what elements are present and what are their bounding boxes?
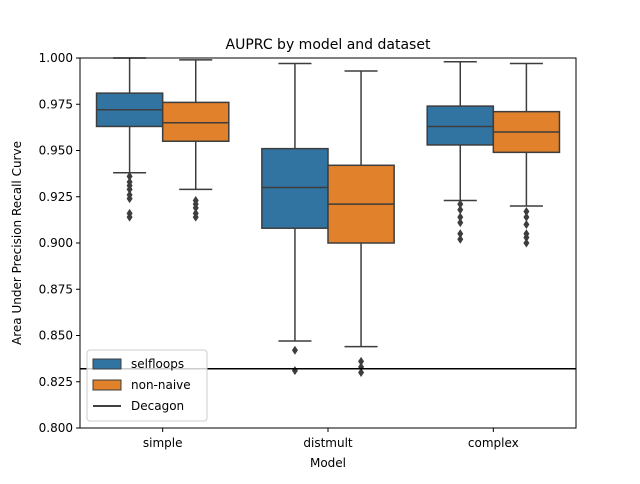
- x-tick-label: complex: [468, 436, 519, 450]
- x-tick-label: simple: [143, 436, 183, 450]
- x-tick-label: distmult: [303, 436, 353, 450]
- box-iqr: [261, 147, 329, 229]
- axes: 0.800 0.825 0.850 0.875 0.900 0.925 0.950 0.975…: [39, 51, 577, 450]
- x-axis-label: Model: [310, 456, 346, 470]
- outlier-point: [523, 207, 530, 217]
- y-tick-label: 0.800: [39, 421, 73, 435]
- box-non-naive-complex: [492, 62, 561, 248]
- y-axis-label: Area Under Precision Recall Curve: [10, 141, 24, 345]
- box-non-naive-simple: [161, 59, 230, 222]
- outlier-point: [523, 238, 530, 248]
- outlier-point: [126, 184, 133, 194]
- legend-swatch-selfloops: [92, 358, 122, 370]
- outlier-point: [523, 220, 530, 229]
- outlier-point: [457, 229, 464, 239]
- box-iqr: [161, 101, 230, 142]
- box-selfloops-distmult: [261, 62, 329, 376]
- y-tick-label: 1.000: [39, 51, 73, 65]
- outlier-point: [457, 205, 464, 215]
- outlier-point: [358, 356, 365, 366]
- plot-area: [80, 57, 576, 377]
- box-selfloops-simple: [95, 57, 164, 222]
- y-tick-label: 0.850: [39, 329, 73, 343]
- outlier-point: [457, 218, 464, 228]
- box-iqr: [426, 105, 495, 146]
- y-tick-label: 0.925: [39, 190, 73, 204]
- y-tick-label: 0.950: [39, 144, 73, 158]
- outlier-point: [457, 212, 464, 222]
- outlier-point: [457, 199, 464, 209]
- outlier-point: [192, 203, 199, 213]
- outlier-point: [358, 368, 365, 377]
- outlier-point: [126, 194, 133, 204]
- outlier-point: [523, 212, 530, 222]
- box-selfloops-complex: [426, 60, 495, 244]
- legend-label-non-naive: non-naive: [131, 378, 191, 392]
- outlier-point: [291, 345, 298, 355]
- chart-title: AUPRC by model and dataset: [226, 37, 431, 53]
- outlier-point: [523, 232, 530, 242]
- outlier-point: [457, 234, 464, 244]
- legend-label-Decagon: Decagon: [131, 399, 184, 413]
- y-tick-label: 0.900: [39, 236, 73, 250]
- box-non-naive-distmult: [327, 70, 395, 377]
- outlier-point: [126, 171, 133, 181]
- legend-label-selfloops: selfloops: [131, 357, 184, 371]
- legend-swatch-non-naive: [92, 379, 122, 391]
- outlier-point: [126, 212, 133, 222]
- outlier-point: [192, 212, 199, 222]
- y-tick-label: 0.975: [39, 97, 73, 111]
- y-tick-label: 0.875: [39, 282, 73, 296]
- y-tick-label: 0.825: [39, 375, 73, 389]
